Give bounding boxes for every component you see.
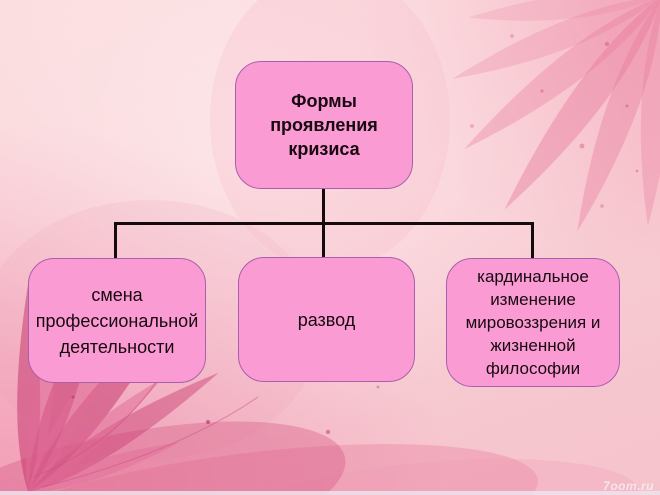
node-root-label: Формы проявления кризиса	[270, 91, 378, 159]
bottom-edge-strip	[0, 491, 660, 495]
node-divorce: развод	[238, 257, 415, 382]
bottom-sweep-shapes	[0, 421, 640, 495]
node-career-change: смена профессиональной деятельности	[28, 258, 206, 383]
connector-right-drop	[531, 222, 534, 259]
watermark: 7oom.ru	[603, 479, 654, 493]
connector-left-drop	[114, 222, 117, 259]
connector-horizontal	[114, 222, 534, 225]
node-career-change-label: смена профессиональной деятельности	[35, 284, 199, 357]
node-worldview-change: кардинальное изменение мировоззрения и ж…	[446, 258, 620, 387]
node-divorce-label: развод	[297, 309, 356, 330]
node-worldview-change-label: кардинальное изменение мировоззрения и ж…	[465, 267, 601, 378]
top-right-petal-fan	[452, 0, 660, 232]
node-root: Формы проявления кризиса	[235, 61, 413, 189]
